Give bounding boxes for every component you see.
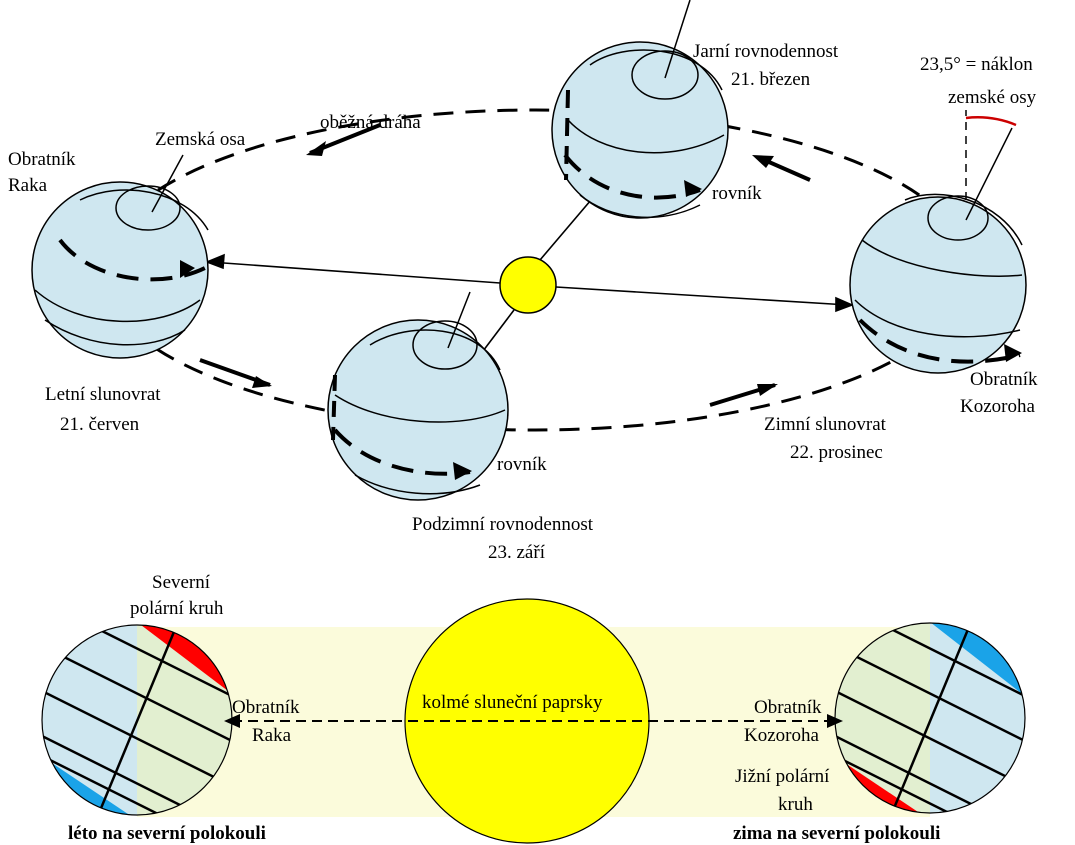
autumn-label-line2: 23. září: [488, 542, 546, 563]
winter-tropic-line2: Kozoroha: [960, 396, 1035, 417]
arctic-label-line1: Severní: [152, 572, 211, 593]
tilt-label-line2: zemské osy: [948, 87, 1037, 108]
earth-summer-side: [41, 624, 233, 816]
winter-tropic-line1: Obratník: [970, 369, 1038, 390]
spring-equator-label: rovník: [712, 183, 762, 204]
antarctic-label-line2: kruh: [778, 794, 813, 815]
spring-label-line1: Jarní rovnodennost: [693, 41, 839, 62]
autumn-equator-label: rovník: [497, 454, 547, 475]
earth-spring: [551, 0, 729, 219]
summer-label-line2: 21. červen: [60, 414, 140, 435]
left-tropic-line2: Raka: [252, 725, 292, 746]
sun-rays-arrow: [224, 714, 843, 728]
sun-rays-label: kolmé sluneční paprsky: [422, 692, 603, 713]
earth-winter-side: [834, 622, 1026, 814]
winter-label-line1: Zimní slunovrat: [764, 414, 887, 435]
right-tropic-line2: Kozoroha: [744, 725, 819, 746]
sun: [499, 256, 557, 314]
right-tropic-line1: Obratník: [754, 697, 822, 718]
winter-label-line2: 22. prosinec: [790, 442, 883, 463]
arctic-label-line2: polární kruh: [130, 598, 224, 619]
axis-label: Zemská osa: [155, 129, 246, 150]
summer-tropic-line1: Obratník: [8, 149, 76, 170]
right-caption: zima na severní polokouli: [733, 823, 940, 844]
summer-label-line1: Letní slunovrat: [45, 384, 161, 405]
orbit-label: oběžná dráha: [320, 112, 421, 133]
tilt-label-line1: 23,5° = náklon: [920, 54, 1033, 75]
earth-summer: [31, 154, 209, 359]
left-tropic-line1: Obratník: [232, 697, 300, 718]
left-caption: léto na severní polokouli: [68, 823, 266, 844]
summer-tropic-line2: Raka: [8, 175, 48, 196]
autumn-label-line1: Podzimní rovnodennost: [412, 514, 594, 535]
earth-autumn: [327, 291, 509, 501]
spring-label-line2: 21. březen: [731, 69, 811, 90]
earth-winter: [849, 110, 1027, 374]
antarctic-label-line1: Jižní polární: [735, 766, 830, 787]
